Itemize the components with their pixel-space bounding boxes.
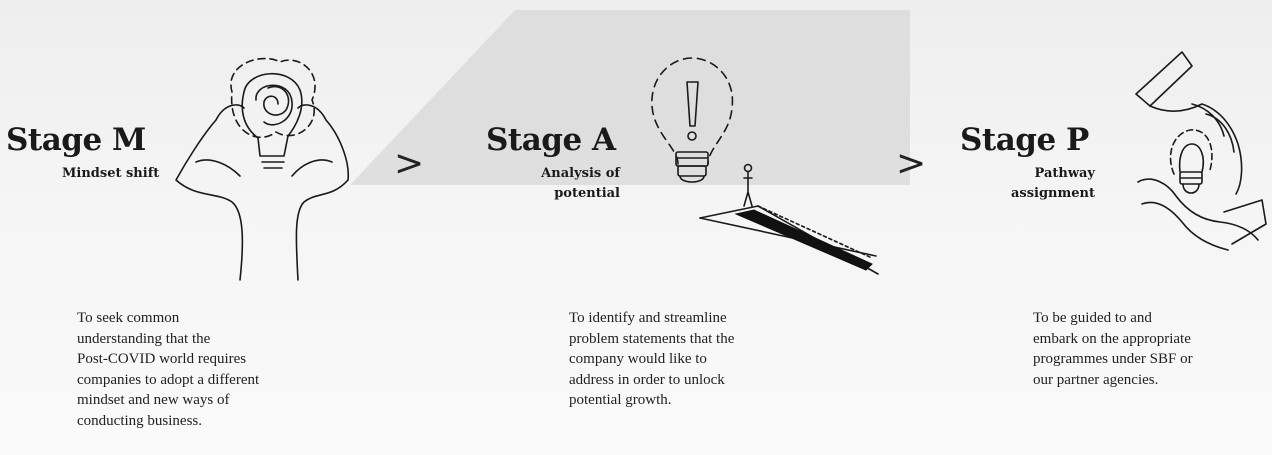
hands-passing-bulb-icon [1135, 51, 1267, 251]
head-in-hands-icon [175, 57, 350, 281]
stage-a-description: To identify and streamline problem state… [569, 310, 735, 408]
separator-chevron: > [394, 143, 425, 184]
lightbulb-path-icon [651, 57, 879, 275]
stage-a-subtitle: Analysis of potential [541, 166, 620, 201]
stage-m-title: Stage M [6, 122, 146, 158]
stage-a-title: Stage A [486, 122, 616, 158]
stage-m-subtitle: Mindset shift [62, 166, 160, 181]
stage-p-description: To be guided to and embark on the approp… [1033, 310, 1193, 388]
stage-p-subtitle: Pathway assignment [1010, 166, 1095, 201]
stage-p-title: Stage P [960, 122, 1089, 158]
stage-m-description: To seek common understanding that the Po… [77, 310, 260, 429]
separator-chevron: > [896, 143, 927, 184]
